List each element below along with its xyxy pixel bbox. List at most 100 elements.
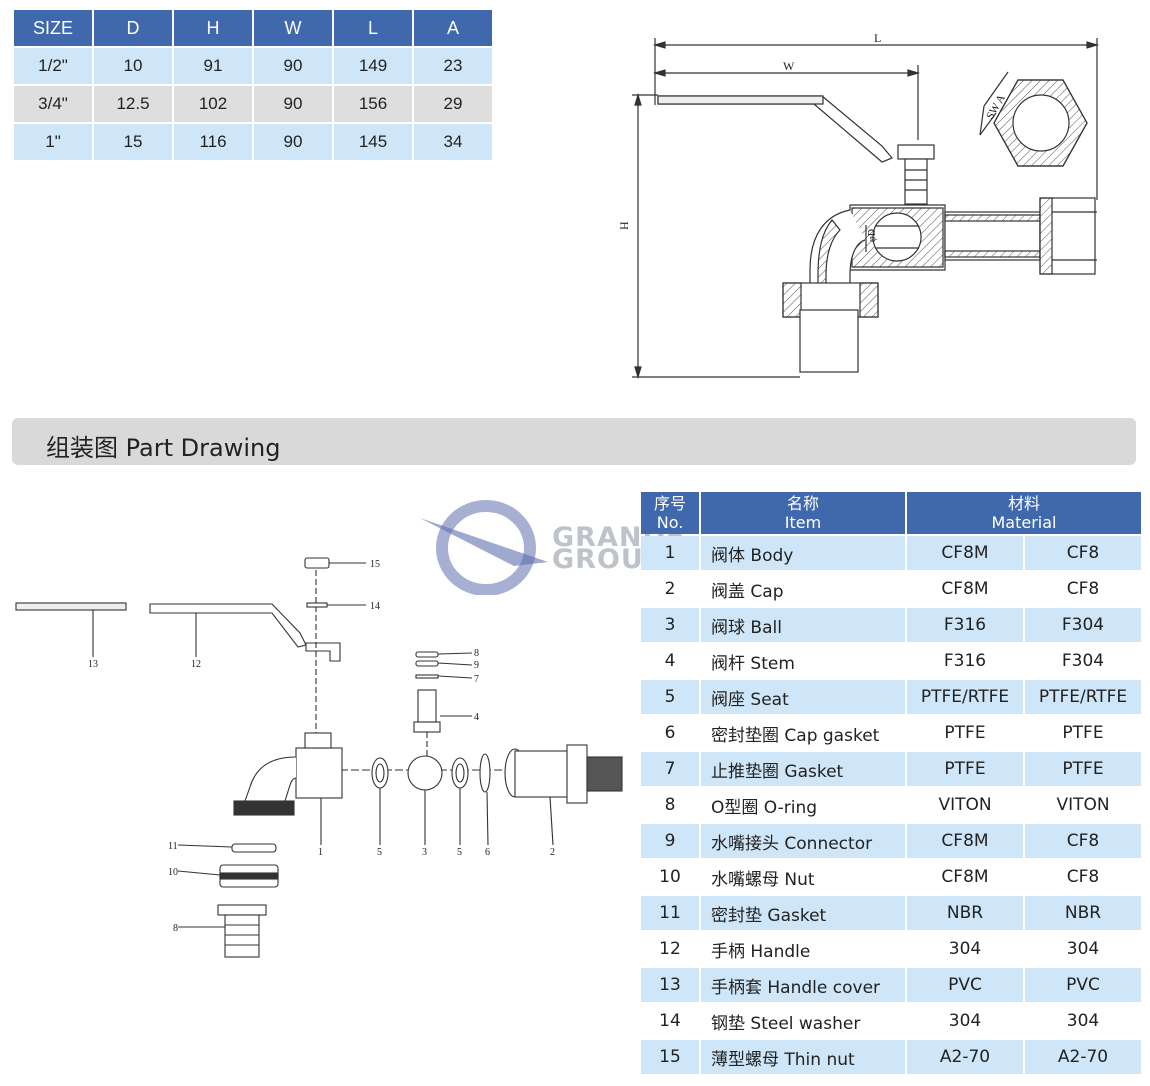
part-item: 密封垫 Gasket	[701, 896, 905, 930]
part-material-1: NBR	[907, 896, 1023, 930]
size-table: SIZE D H W L A 1/2" 10 91 90 149 23 3/4"…	[12, 8, 494, 162]
grande-logo-icon	[420, 500, 548, 595]
callout-8b: 9	[474, 660, 479, 671]
header-item-text: 名称 Item	[784, 494, 822, 532]
size-cell: 3/4"	[14, 86, 92, 122]
part-item: 手柄 Handle	[701, 932, 905, 966]
part-no: 15	[641, 1040, 699, 1074]
part-no: 9	[641, 824, 699, 858]
callout-3: 3	[422, 847, 427, 858]
size-cell: 29	[414, 86, 492, 122]
part-material-2: PVC	[1025, 968, 1141, 1002]
part-material-2: 304	[1025, 1004, 1141, 1038]
dim-label-L: L	[874, 31, 881, 45]
part-no: 4	[641, 644, 699, 678]
parts-row: 6 密封垫圈 Cap gasket PTFE PTFE	[641, 716, 1141, 750]
parts-row: 14 钢垫 Steel washer 304 304	[641, 1004, 1141, 1038]
callout-15: 15	[370, 559, 380, 570]
size-cell: 156	[334, 86, 412, 122]
part-no: 13	[641, 968, 699, 1002]
size-cell: 23	[414, 48, 492, 84]
header-no-text: 序号 No.	[653, 494, 686, 532]
part-material-2: CF8	[1025, 824, 1141, 858]
part-item: 止推垫圈 Gasket	[701, 752, 905, 786]
callout-7: 7	[474, 674, 479, 685]
size-cell: 12.5	[94, 86, 172, 122]
parts-row: 3 阀球 Ball F316 F304	[641, 608, 1141, 642]
size-cell: 90	[254, 86, 332, 122]
header-material-text: 材料 Material	[991, 494, 1057, 532]
parts-row: 9 水嘴接头 Connector CF8M CF8	[641, 824, 1141, 858]
part-material-1: F316	[907, 608, 1023, 642]
exploded-part-drawing: 15 14 13 12 8 9 7 4 1 5 3 5 6 2 11 10 8	[15, 557, 623, 958]
part-material-2: CF8	[1025, 860, 1141, 894]
part-drawing-banner: 组装图 Part Drawing	[12, 418, 1136, 465]
part-material-1: CF8M	[907, 572, 1023, 606]
callout-4: 4	[474, 712, 479, 723]
parts-row: 15 薄型螺母 Thin nut A2-70 A2-70	[641, 1040, 1141, 1074]
size-cell: 90	[254, 124, 332, 160]
parts-row: 1 阀体 Body CF8M CF8	[641, 536, 1141, 570]
part-material-1: PTFE	[907, 716, 1023, 750]
size-header-cell: L	[334, 10, 412, 46]
header-item: 名称 Item	[701, 492, 905, 534]
part-material-1: 304	[907, 932, 1023, 966]
parts-table: 序号 No. 名称 Item 材料 Material 1 阀体 Body CF8…	[639, 490, 1143, 1076]
part-material-1: A2-70	[907, 1040, 1023, 1074]
size-cell: 116	[174, 124, 252, 160]
callout-11: 11	[168, 841, 178, 852]
callout-10: 10	[168, 867, 178, 878]
parts-row: 4 阀杆 Stem F316 F304	[641, 644, 1141, 678]
parts-row: 7 止推垫圈 Gasket PTFE PTFE	[641, 752, 1141, 786]
part-item: 阀杆 Stem	[701, 644, 905, 678]
part-item: 手柄套 Handle cover	[701, 968, 905, 1002]
part-no: 14	[641, 1004, 699, 1038]
part-material-1: CF8M	[907, 824, 1023, 858]
size-header-cell: A	[414, 10, 492, 46]
section-title: 组装图 Part Drawing	[46, 434, 281, 462]
callout-2: 2	[550, 847, 555, 858]
part-no: 1	[641, 536, 699, 570]
part-material-2: PTFE	[1025, 752, 1141, 786]
part-no: 7	[641, 752, 699, 786]
part-item: 密封垫圈 Cap gasket	[701, 716, 905, 750]
part-item: O型圈 O-ring	[701, 788, 905, 822]
part-material-2: VITON	[1025, 788, 1141, 822]
parts-row: 10 水嘴螺母 Nut CF8M CF8	[641, 860, 1141, 894]
size-cell: 15	[94, 124, 172, 160]
part-material-2: PTFE/RTFE	[1025, 680, 1141, 714]
part-item: 阀体 Body	[701, 536, 905, 570]
part-item: 水嘴接头 Connector	[701, 824, 905, 858]
part-item: 薄型螺母 Thin nut	[701, 1040, 905, 1074]
size-cell: 102	[174, 86, 252, 122]
parts-table-header: 序号 No. 名称 Item 材料 Material	[641, 492, 1141, 534]
size-header-cell: SIZE	[14, 10, 92, 46]
part-no: 12	[641, 932, 699, 966]
callout-5a: 5	[377, 847, 382, 858]
part-material-1: CF8M	[907, 536, 1023, 570]
part-material-1: PTFE	[907, 752, 1023, 786]
part-material-2: CF8	[1025, 536, 1141, 570]
parts-row: 8 O型圈 O-ring VITON VITON	[641, 788, 1141, 822]
size-header-cell: H	[174, 10, 252, 46]
part-material-1: CF8M	[907, 860, 1023, 894]
size-cell: 1"	[14, 124, 92, 160]
size-cell: 90	[254, 48, 332, 84]
size-cell: 1/2"	[14, 48, 92, 84]
part-item: 钢垫 Steel washer	[701, 1004, 905, 1038]
part-no: 2	[641, 572, 699, 606]
parts-row: 11 密封垫 Gasket NBR NBR	[641, 896, 1141, 930]
callout-9: 8	[173, 923, 178, 934]
part-material-2: NBR	[1025, 896, 1141, 930]
part-material-2: A2-70	[1025, 1040, 1141, 1074]
header-no: 序号 No.	[641, 492, 699, 534]
part-material-2: F304	[1025, 608, 1141, 642]
dim-label-W: W	[783, 59, 795, 73]
part-material-2: 304	[1025, 932, 1141, 966]
part-item: 水嘴螺母 Nut	[701, 860, 905, 894]
part-item: 阀球 Ball	[701, 608, 905, 642]
part-material-1: PVC	[907, 968, 1023, 1002]
size-cell: 34	[414, 124, 492, 160]
dim-label-H: H	[617, 221, 631, 230]
part-item: 阀座 Seat	[701, 680, 905, 714]
